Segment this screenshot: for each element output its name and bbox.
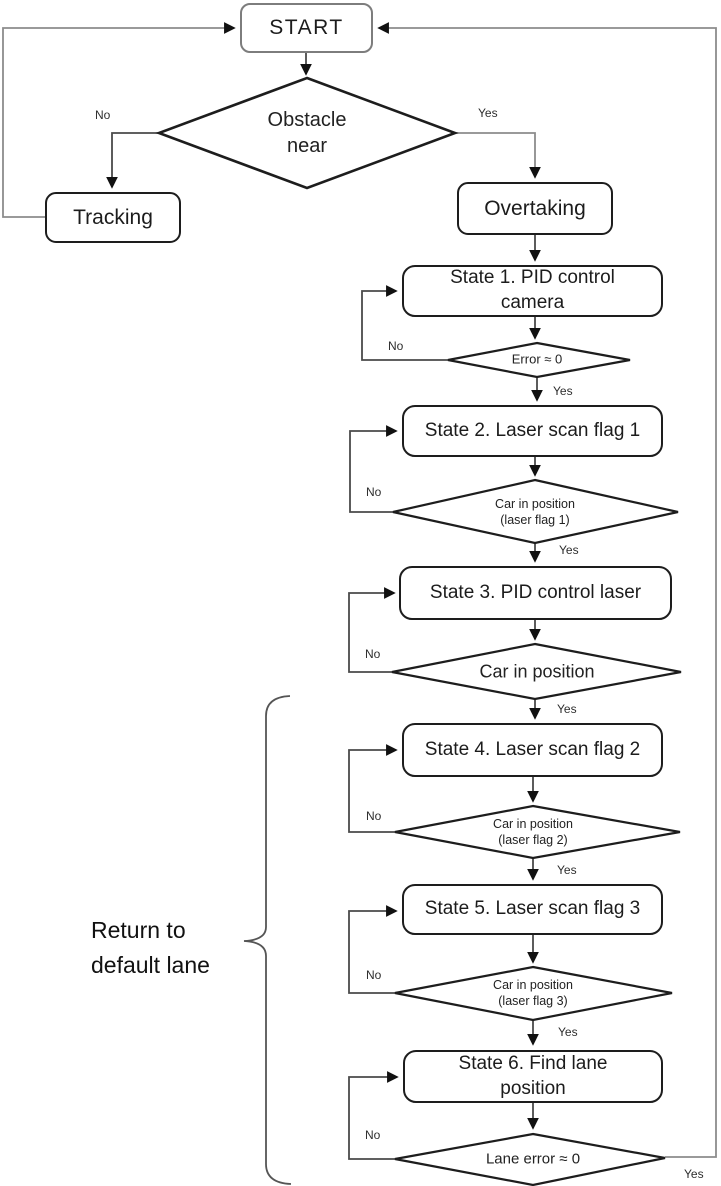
decision-carpos-flag2-shape — [394, 804, 681, 860]
edge-label-carpos2-no: No — [366, 809, 382, 823]
node-state6: State 6. Find lane position — [403, 1050, 663, 1103]
node-tracking-label: Tracking — [73, 205, 153, 229]
edge-label-laneerror-no: No — [365, 1128, 381, 1142]
node-start: START — [240, 3, 373, 53]
edge-label-carpos3-no: No — [366, 968, 382, 982]
edge-error-no-loop — [361, 285, 448, 361]
node-state6-label: State 6. Find lane position — [458, 1052, 608, 1099]
decision-carpos-label: Car in position — [479, 661, 595, 682]
decision-carpos-flag2-label: Car in position (laser flag 2) — [493, 816, 573, 847]
edge-label-carpos1-no: No — [366, 485, 382, 499]
edge-label-carpos-yes: Yes — [557, 702, 577, 716]
edge-label-error-no: No — [388, 339, 404, 353]
edge-carpos2-no-loop — [348, 744, 398, 833]
decision-obstacle-label: Obstacle near — [267, 109, 347, 157]
decision-error-zero-label: Error ≈ 0 — [511, 351, 563, 367]
node-start-label: START — [269, 16, 344, 40]
edge-label-carpos1-yes: Yes — [559, 543, 579, 557]
edge-laneerror-yes-to-start — [377, 22, 717, 1158]
decision-lane-error-label: Lane error ≈ 0 — [485, 1150, 581, 1168]
edge-tracking-to-start — [2, 22, 236, 218]
node-state5: State 5. Laser scan flag 3 — [402, 884, 663, 935]
decision-error-zero-shape — [447, 341, 631, 379]
edge-label-obstacle-yes: Yes — [478, 106, 498, 120]
node-state1: State 1. PID control camera — [402, 265, 663, 317]
edge-label-obstacle-no: No — [95, 108, 111, 122]
edge-label-carpos2-yes: Yes — [557, 863, 577, 877]
decision-lane-error-shape — [394, 1132, 666, 1186]
node-state4-label: State 4. Laser scan flag 2 — [424, 738, 641, 760]
node-state2: State 2. Laser scan flag 1 — [402, 405, 663, 457]
edge-label-carpos-no: No — [365, 647, 381, 661]
decision-carpos-shape — [391, 642, 682, 701]
node-overtaking: Overtaking — [457, 182, 613, 235]
decision-carpos-flag3-shape — [394, 965, 673, 1022]
node-state5-label: State 5. Laser scan flag 3 — [424, 898, 641, 920]
edge-laneerror-no-loop — [348, 1071, 399, 1160]
decision-obstacle-near-shape — [155, 76, 459, 190]
edge-obstacle-no-to-tracking — [106, 132, 159, 189]
decision-carpos-flag3-label: Car in position (laser flag 3) — [493, 977, 573, 1008]
annotation-return-to-default-lane: Return to default lane — [91, 917, 210, 978]
edge-carpos1-no-loop — [349, 425, 398, 513]
decision-carpos-flag1-label: Car in position (laser flag 1) — [495, 496, 575, 527]
node-state1-label: State 1. PID control camera — [450, 267, 615, 313]
edge-obstacle-yes-to-overtaking — [455, 132, 541, 179]
node-tracking: Tracking — [45, 192, 181, 243]
node-state4: State 4. Laser scan flag 2 — [402, 723, 663, 777]
edge-carpos3-no-loop — [348, 905, 398, 994]
edge-carpos-no-loop — [348, 587, 396, 673]
edge-label-laneerror-yes: Yes — [684, 1167, 704, 1181]
node-state3-label: State 3. PID control laser — [429, 581, 642, 603]
node-overtaking-label: Overtaking — [484, 196, 586, 220]
decision-carpos-flag1-shape — [392, 478, 679, 545]
edge-label-carpos3-yes: Yes — [558, 1025, 578, 1039]
node-state3: State 3. PID control laser — [399, 566, 672, 620]
node-state2-label: State 2. Laser scan flag 1 — [424, 419, 641, 441]
edge-label-error-yes: Yes — [553, 384, 573, 398]
return-lane-brace — [243, 695, 292, 1185]
